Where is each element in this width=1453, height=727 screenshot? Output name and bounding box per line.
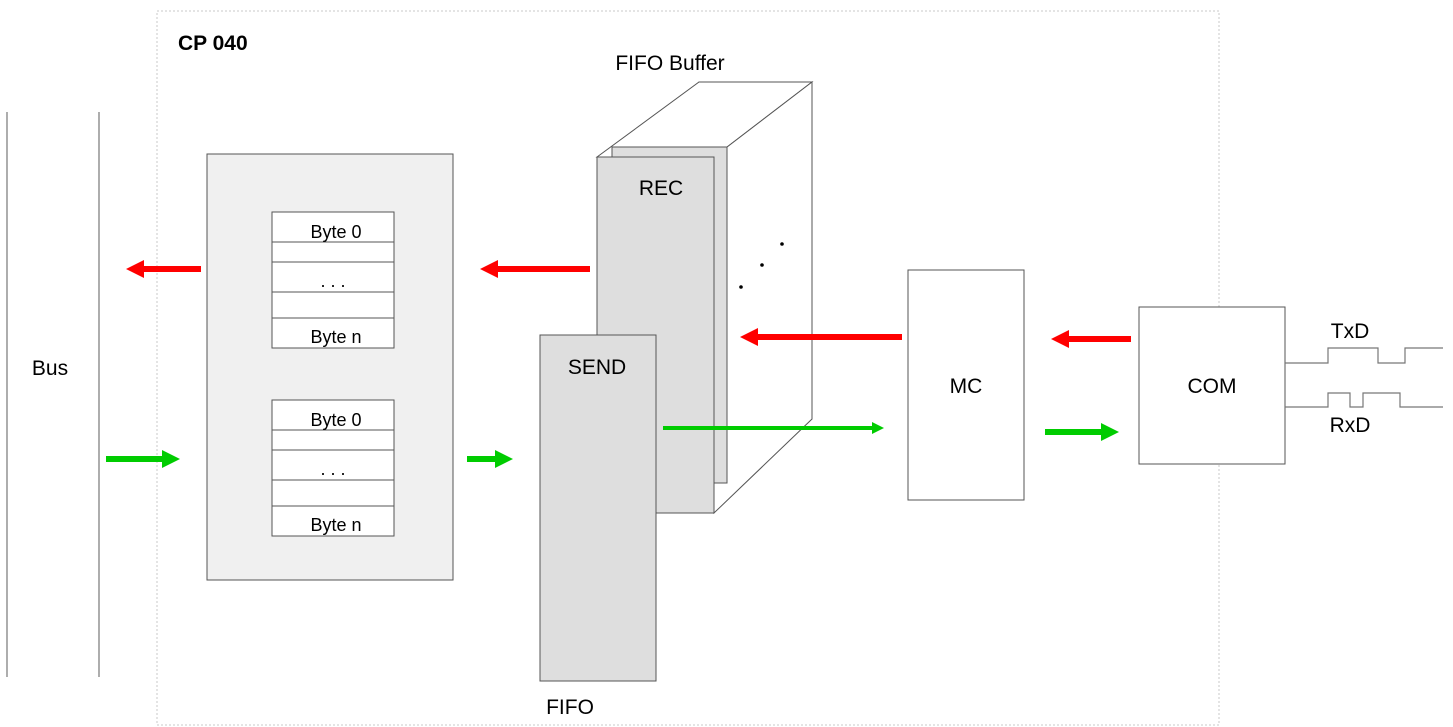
send-data-block: Byte 0 . . . Byte n <box>271 399 395 537</box>
send-label: SEND <box>568 356 626 379</box>
stack-dot-1 <box>739 285 743 289</box>
send-byte-n: Byte n <box>310 515 361 535</box>
rec-label: REC <box>639 177 683 200</box>
send-cell-3 <box>271 505 395 537</box>
rxd-label: RxD <box>1330 414 1371 437</box>
fifo-buffer-title: FIFO Buffer <box>615 52 724 75</box>
receive-cell-1b <box>271 261 395 293</box>
com-box <box>1138 306 1286 465</box>
receive-byte-0: Byte 0 <box>310 222 361 242</box>
stack-dot-3 <box>780 242 784 246</box>
send-byte-0: Byte 0 <box>310 410 361 430</box>
mc-box <box>907 269 1025 501</box>
bus-label: Bus <box>32 357 68 380</box>
fifo-buffer: FIFO Buffer REC SEND FIFO <box>539 52 814 719</box>
receive-cell-0 <box>271 211 395 243</box>
receive-cell-3 <box>271 317 395 349</box>
receive-byte-n: Byte n <box>310 327 361 347</box>
txd-label: TxD <box>1331 320 1370 343</box>
mc-label: MC <box>950 375 983 398</box>
fifo-side-face <box>713 80 813 515</box>
send-cell-2 <box>271 479 395 507</box>
fifo-label: FIFO <box>546 696 594 719</box>
send-cell-1b <box>271 449 395 481</box>
send-column <box>539 334 657 682</box>
send-ellipsis: . . . <box>320 459 345 479</box>
txd-waveform <box>1285 347 1443 364</box>
receive-ellipsis: . . . <box>320 271 345 291</box>
rxd-waveform <box>1285 392 1443 408</box>
receive-cell-2 <box>271 291 395 319</box>
receive-data-block: Byte 0 . . . Byte n <box>271 211 395 349</box>
com-label: COM <box>1188 375 1237 398</box>
module-title: CP 040 <box>178 32 248 55</box>
stack-dot-2 <box>760 263 764 267</box>
send-cell-0 <box>271 399 395 431</box>
